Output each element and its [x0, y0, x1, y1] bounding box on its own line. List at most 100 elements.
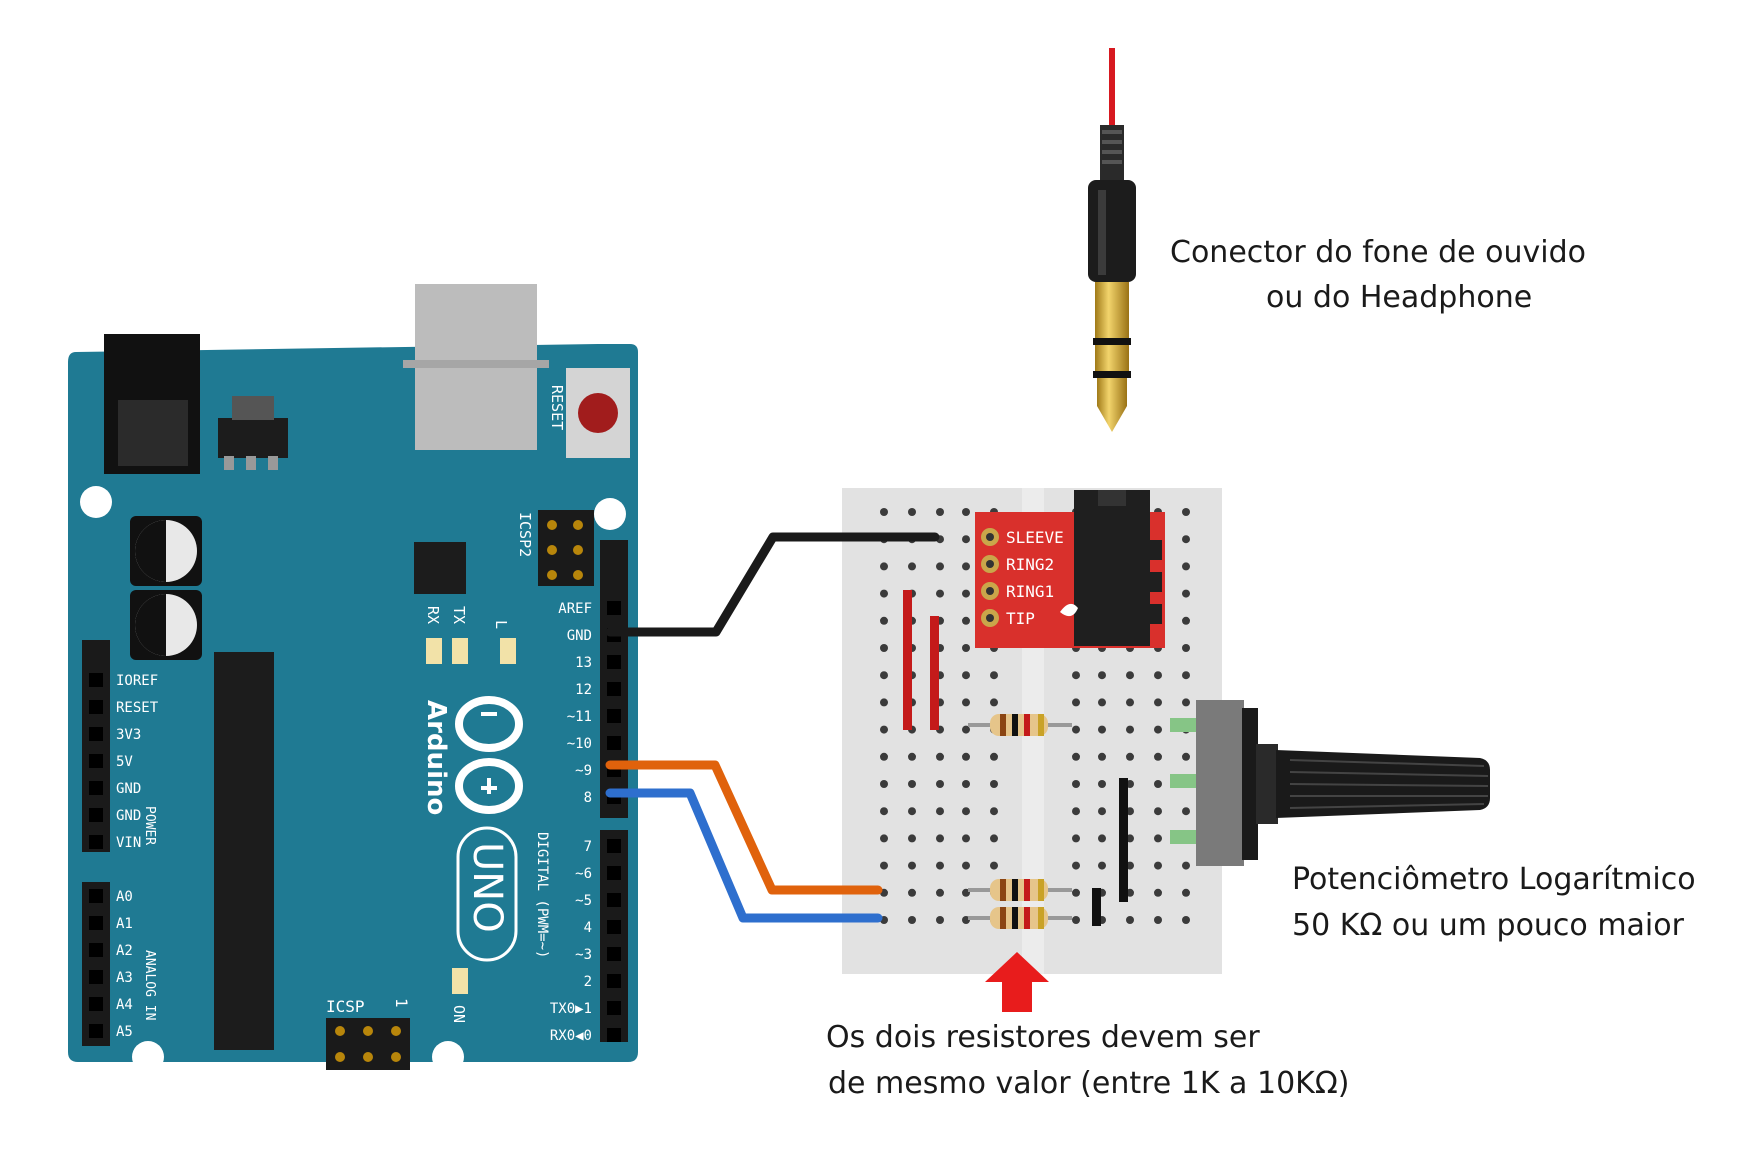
- breadboard-hole[interactable]: [1072, 752, 1080, 761]
- header-socket[interactable]: [607, 1028, 621, 1042]
- breadboard-hole[interactable]: [880, 671, 888, 680]
- breadboard-hole[interactable]: [936, 834, 944, 843]
- header-socket[interactable]: [607, 974, 621, 988]
- breadboard-hole[interactable]: [990, 780, 998, 788]
- header-socket[interactable]: [607, 655, 621, 669]
- breadboard-hole[interactable]: [936, 780, 944, 788]
- breadboard-hole[interactable]: [908, 916, 916, 924]
- breadboard-hole[interactable]: [1098, 807, 1106, 816]
- header-socket[interactable]: [89, 781, 103, 795]
- breadboard-hole[interactable]: [962, 780, 970, 788]
- breadboard-hole[interactable]: [1098, 780, 1106, 788]
- header-socket[interactable]: [89, 916, 103, 930]
- breadboard-hole[interactable]: [962, 861, 970, 870]
- breadboard-hole[interactable]: [1098, 834, 1106, 843]
- breadboard-hole[interactable]: [1182, 698, 1190, 707]
- breadboard-hole[interactable]: [1098, 698, 1106, 707]
- reset-button[interactable]: [566, 368, 630, 458]
- breadboard-hole[interactable]: [1072, 725, 1080, 734]
- breadboard-hole[interactable]: [936, 916, 944, 924]
- breadboard-hole[interactable]: [1072, 780, 1080, 788]
- breadboard-hole[interactable]: [880, 834, 888, 843]
- breadboard-hole[interactable]: [880, 807, 888, 816]
- breadboard-hole[interactable]: [1154, 888, 1162, 897]
- breadboard-hole[interactable]: [990, 671, 998, 680]
- header-socket[interactable]: [89, 970, 103, 984]
- breadboard-hole[interactable]: [1126, 725, 1134, 734]
- breadboard-hole[interactable]: [1126, 698, 1134, 707]
- breadboard-hole[interactable]: [1154, 752, 1162, 761]
- breadboard-hole[interactable]: [880, 589, 888, 598]
- header-socket[interactable]: [89, 835, 103, 849]
- breadboard-hole[interactable]: [1182, 861, 1190, 870]
- breadboard-hole[interactable]: [1072, 698, 1080, 707]
- header-socket[interactable]: [607, 601, 621, 615]
- breadboard-hole[interactable]: [880, 698, 888, 707]
- breadboard-hole[interactable]: [962, 671, 970, 680]
- header-socket[interactable]: [607, 1001, 621, 1015]
- breadboard-hole[interactable]: [880, 508, 888, 516]
- breadboard-hole[interactable]: [1098, 671, 1106, 680]
- breadboard-hole[interactable]: [1154, 861, 1162, 870]
- breadboard-hole[interactable]: [936, 861, 944, 870]
- breadboard-hole[interactable]: [1098, 725, 1106, 734]
- breadboard-hole[interactable]: [908, 508, 916, 516]
- breadboard-hole[interactable]: [908, 861, 916, 870]
- header-socket[interactable]: [89, 997, 103, 1011]
- header-socket[interactable]: [607, 839, 621, 853]
- breadboard-hole[interactable]: [908, 888, 916, 897]
- header-socket[interactable]: [89, 808, 103, 822]
- breadboard-hole[interactable]: [936, 562, 944, 571]
- breadboard-hole[interactable]: [1072, 671, 1080, 680]
- breadboard-hole[interactable]: [962, 698, 970, 707]
- breadboard-hole[interactable]: [1154, 725, 1162, 734]
- breadboard-hole[interactable]: [1072, 861, 1080, 870]
- breadboard-hole[interactable]: [880, 752, 888, 761]
- breadboard-hole[interactable]: [962, 725, 970, 734]
- breadboard-hole[interactable]: [936, 752, 944, 761]
- breadboard-hole[interactable]: [1098, 861, 1106, 870]
- breadboard-hole[interactable]: [1154, 807, 1162, 816]
- header-socket[interactable]: [89, 673, 103, 687]
- breadboard-hole[interactable]: [1182, 888, 1190, 897]
- breadboard-hole[interactable]: [1182, 916, 1190, 924]
- breadboard-hole[interactable]: [1072, 916, 1080, 924]
- breadboard-hole[interactable]: [962, 807, 970, 816]
- header-socket[interactable]: [89, 700, 103, 714]
- breadboard-hole[interactable]: [962, 508, 970, 516]
- breadboard-hole[interactable]: [1072, 834, 1080, 843]
- breadboard-hole[interactable]: [1182, 644, 1190, 652]
- header-socket[interactable]: [89, 889, 103, 903]
- breadboard-hole[interactable]: [1182, 535, 1190, 544]
- breadboard-hole[interactable]: [1072, 807, 1080, 816]
- breadboard-hole[interactable]: [1126, 916, 1134, 924]
- breadboard-hole[interactable]: [1154, 780, 1162, 788]
- breadboard-hole[interactable]: [962, 834, 970, 843]
- breadboard-hole[interactable]: [962, 752, 970, 761]
- breadboard-hole[interactable]: [1182, 589, 1190, 598]
- header-socket[interactable]: [607, 920, 621, 934]
- breadboard-hole[interactable]: [1182, 508, 1190, 516]
- breadboard-hole[interactable]: [908, 807, 916, 816]
- header-socket[interactable]: [607, 893, 621, 907]
- breadboard-hole[interactable]: [880, 562, 888, 571]
- breadboard-hole[interactable]: [880, 644, 888, 652]
- breadboard-hole[interactable]: [880, 861, 888, 870]
- breadboard-hole[interactable]: [936, 888, 944, 897]
- header-socket[interactable]: [89, 727, 103, 741]
- breadboard-hole[interactable]: [936, 508, 944, 516]
- breadboard-hole[interactable]: [936, 807, 944, 816]
- breadboard-hole[interactable]: [1154, 698, 1162, 707]
- header-socket[interactable]: [607, 709, 621, 723]
- header-socket[interactable]: [607, 682, 621, 696]
- breadboard-hole[interactable]: [908, 752, 916, 761]
- breadboard-hole[interactable]: [1154, 916, 1162, 924]
- breadboard-hole[interactable]: [990, 807, 998, 816]
- breadboard-hole[interactable]: [908, 780, 916, 788]
- header-socket[interactable]: [89, 1024, 103, 1038]
- header-socket[interactable]: [607, 947, 621, 961]
- breadboard-hole[interactable]: [962, 616, 970, 625]
- breadboard-hole[interactable]: [1182, 671, 1190, 680]
- breadboard-hole[interactable]: [990, 752, 998, 761]
- breadboard-hole[interactable]: [1126, 671, 1134, 680]
